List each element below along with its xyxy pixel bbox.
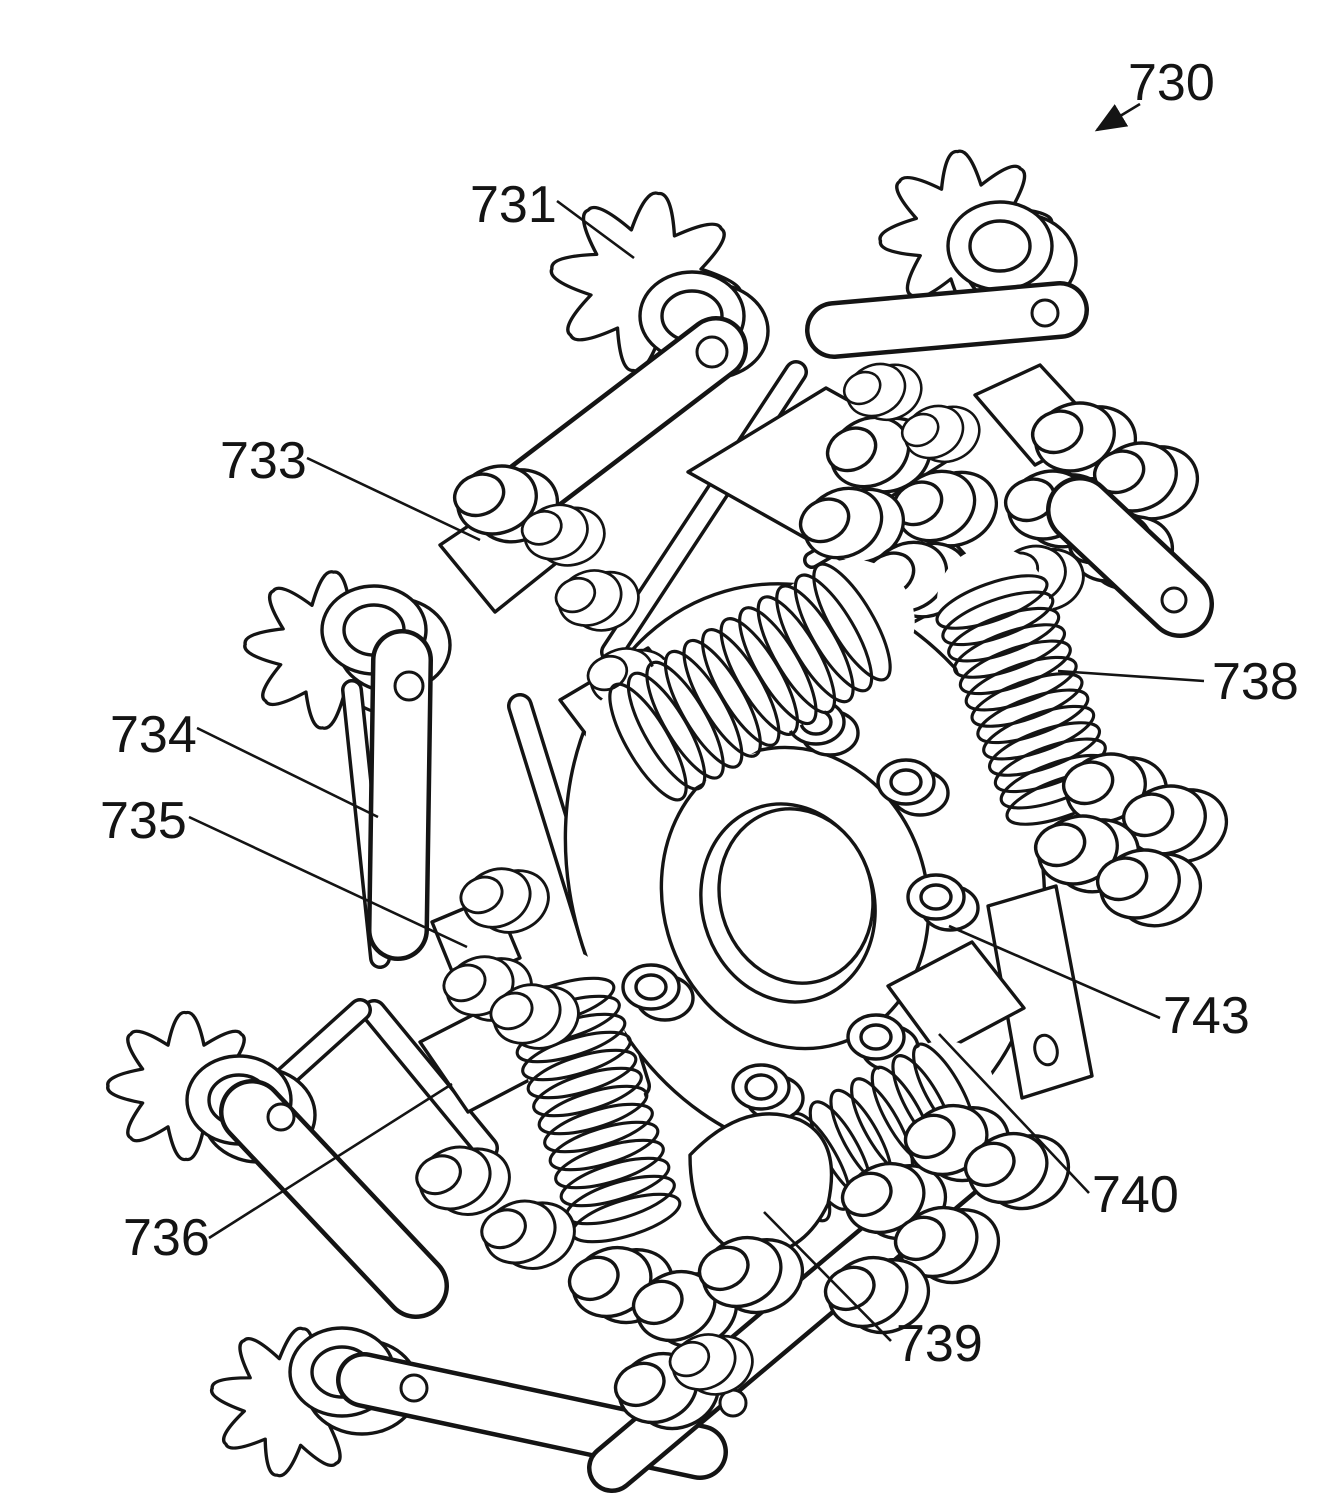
ref-label-730: 730 xyxy=(1128,54,1215,112)
arm-pivot-hole xyxy=(1160,586,1188,614)
ref-label-736: 736 xyxy=(123,1209,210,1267)
ref-label-735: 735 xyxy=(100,792,187,850)
reference-annotations: 730 731 733 734 735 736 738 743 740 739 xyxy=(100,54,1299,1373)
coil-spring-right xyxy=(935,546,1119,854)
ref-label-740: 740 xyxy=(1092,1166,1179,1224)
sprocket-mid-left xyxy=(243,570,452,969)
leader-line-731 xyxy=(556,199,635,260)
ref-label-743: 743 xyxy=(1163,987,1250,1045)
ref-label-734: 734 xyxy=(110,706,197,764)
leader-line-739 xyxy=(763,1211,892,1342)
arm-pivot-hole xyxy=(399,1373,429,1403)
coil-spring-top xyxy=(585,559,915,805)
leader-line-738 xyxy=(1057,669,1205,683)
leader-line-743 xyxy=(948,924,1161,1020)
ref-label-738: 738 xyxy=(1212,653,1299,711)
leader-line-733 xyxy=(306,456,481,542)
arm-pivot-hole xyxy=(266,1102,296,1132)
ref-label-733: 733 xyxy=(220,432,307,490)
leader-line-740 xyxy=(938,1033,1090,1194)
arm-pivot-hole xyxy=(393,670,425,702)
leader-line-734 xyxy=(196,726,379,819)
arm-pivot-hole xyxy=(1030,298,1060,328)
ref-label-739: 739 xyxy=(896,1315,983,1373)
sprocket-top-right xyxy=(805,149,1089,359)
arm-pivot-hole xyxy=(695,335,729,369)
leader-line-735 xyxy=(188,815,468,949)
ref-label-731: 731 xyxy=(470,176,557,234)
leader-line-736 xyxy=(208,1082,453,1240)
bell-crank-link xyxy=(1046,476,1214,638)
coil-spring-lower-left xyxy=(504,948,682,1272)
sprocket-bottom-left xyxy=(106,1010,449,1319)
leader-line-730 xyxy=(1094,102,1141,132)
